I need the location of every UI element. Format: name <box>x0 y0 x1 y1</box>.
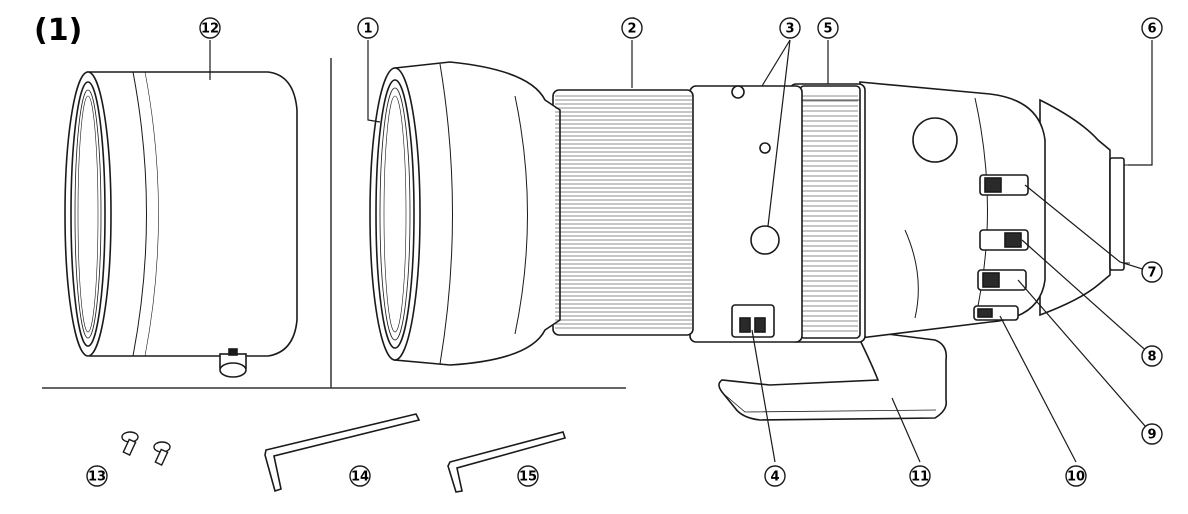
callout-9: 9 <box>1141 423 1163 445</box>
callout-label: 4 <box>770 470 779 485</box>
callout-circle <box>86 465 108 487</box>
callout-circle <box>1141 17 1163 39</box>
callout-1: 1 <box>357 17 379 39</box>
callout-8: 8 <box>1141 345 1163 367</box>
callout-2: 2 <box>621 17 643 39</box>
callout-circle <box>1065 465 1087 487</box>
section-label: (1) <box>34 13 82 48</box>
callout-label: 9 <box>1147 428 1156 443</box>
callout-7: 7 <box>1141 261 1163 283</box>
screw-icon <box>121 431 171 466</box>
callout-label: 10 <box>1067 470 1085 485</box>
callout-circle <box>357 17 379 39</box>
callout-label: 14 <box>351 470 369 485</box>
callout-3: 3 <box>779 17 801 39</box>
callout-label: 3 <box>785 22 794 37</box>
callout-circle <box>764 465 786 487</box>
callout-circle <box>1141 261 1163 283</box>
callout-label: 1 <box>363 22 372 37</box>
callout-label: 11 <box>911 470 929 485</box>
callout-circle <box>1141 423 1163 445</box>
callout-circle <box>621 17 643 39</box>
callout-label: 7 <box>1147 266 1156 281</box>
callout-circle <box>349 465 371 487</box>
telephoto-lens-icon <box>369 61 1130 421</box>
callout-label: 6 <box>1147 22 1156 37</box>
callout-label: 8 <box>1147 350 1156 365</box>
callout-circle <box>199 17 221 39</box>
callout-circle <box>779 17 801 39</box>
callout-label: 15 <box>519 470 537 485</box>
callout-11: 11 <box>909 465 931 487</box>
callout-10: 10 <box>1065 465 1087 487</box>
callout-5: 5 <box>817 17 839 39</box>
callout-14: 14 <box>349 465 371 487</box>
panel-dividers <box>42 58 626 389</box>
callout-label: 5 <box>823 22 832 37</box>
callout-15: 15 <box>517 465 539 487</box>
lens-hood-icon <box>64 71 298 378</box>
callout-label: 2 <box>627 22 636 37</box>
callout-12: 12 <box>199 17 221 39</box>
callout-6: 6 <box>1141 17 1163 39</box>
callout-circle <box>517 465 539 487</box>
callout-circle <box>1141 345 1163 367</box>
hex-wrench-icon <box>264 413 567 493</box>
callout-circle <box>909 465 931 487</box>
callout-circle <box>817 17 839 39</box>
callout-leaders <box>209 39 1153 463</box>
callout-4: 4 <box>764 465 786 487</box>
callout-13: 13 <box>86 465 108 487</box>
callout-label: 12 <box>201 22 219 37</box>
callout-label: 13 <box>88 470 106 485</box>
